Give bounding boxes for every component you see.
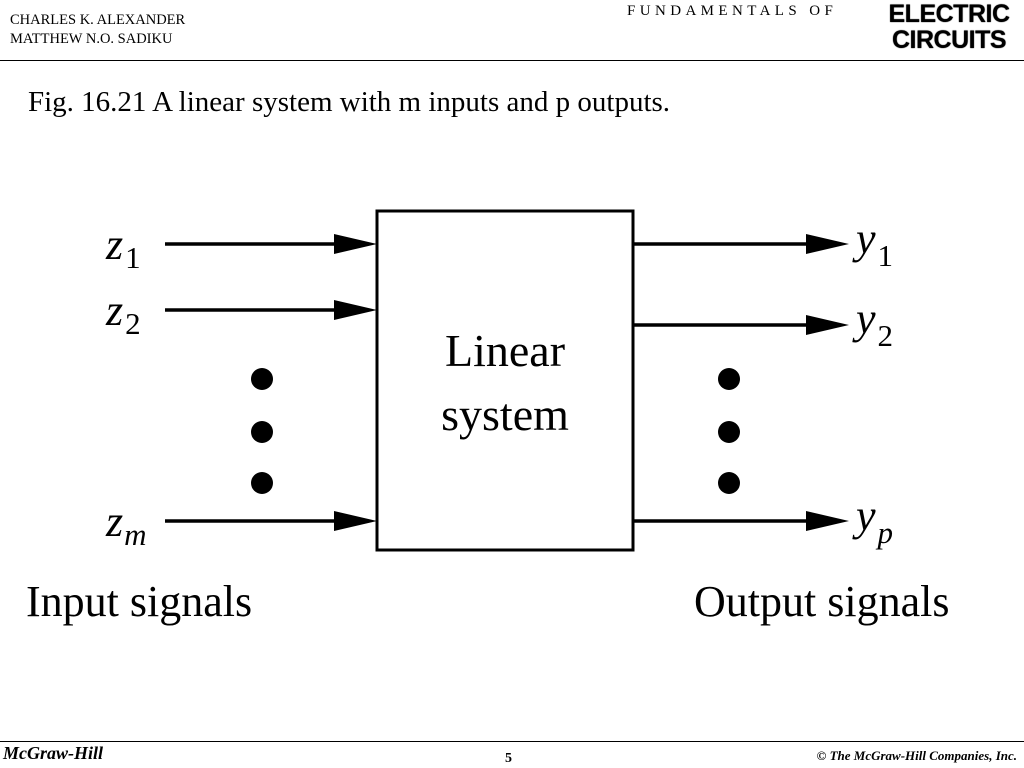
input-label-z2: z2 <box>105 286 141 341</box>
output-label-yp: yp <box>852 491 893 550</box>
output-arrow-2 <box>633 315 849 335</box>
input-label-zm: zm <box>105 497 147 552</box>
figure-caption: Fig. 16.21 A linear system with m inputs… <box>28 86 671 118</box>
output-arrow-p <box>633 511 849 531</box>
logo-line-electric: ELECTRIC <box>888 0 1011 28</box>
input-label-z1: z1 <box>105 220 141 275</box>
input-arrow-m <box>165 511 377 531</box>
output-ellipsis <box>718 368 740 494</box>
output-label-y2: y2 <box>852 294 893 353</box>
output-arrow-1 <box>633 234 849 254</box>
output-signals-label: Output signals <box>694 577 949 626</box>
output-label-y1: y1 <box>852 214 893 273</box>
series-title: FUNDAMENTALS OF <box>627 3 838 19</box>
author-line-1: CHARLES K. ALEXANDER <box>10 12 186 28</box>
copyright-notice: © The McGraw-Hill Companies, Inc. <box>816 748 1017 763</box>
block-label-line-2: system <box>441 389 569 440</box>
author-line-2: MATTHEW N.O. SADIKU <box>10 31 173 47</box>
linear-system-block <box>375 209 635 552</box>
logo-line-circuits: CIRCUITS <box>891 26 1007 54</box>
input-ellipsis <box>251 368 273 494</box>
author-names: CHARLES K. ALEXANDER MATTHEW N.O. SADIKU <box>10 11 185 49</box>
book-logo: ELECTRIC CIRCUITS <box>876 1 1022 53</box>
input-signals-label: Input signals <box>26 577 252 626</box>
block-label-line-1: Linear <box>445 325 565 376</box>
publisher-name: McGraw-Hill <box>3 743 104 763</box>
page-number: 5 <box>505 751 512 766</box>
header-rule <box>0 60 1024 61</box>
input-arrow-1 <box>165 234 377 254</box>
footer-rule <box>0 741 1024 742</box>
input-arrow-2 <box>165 300 377 320</box>
